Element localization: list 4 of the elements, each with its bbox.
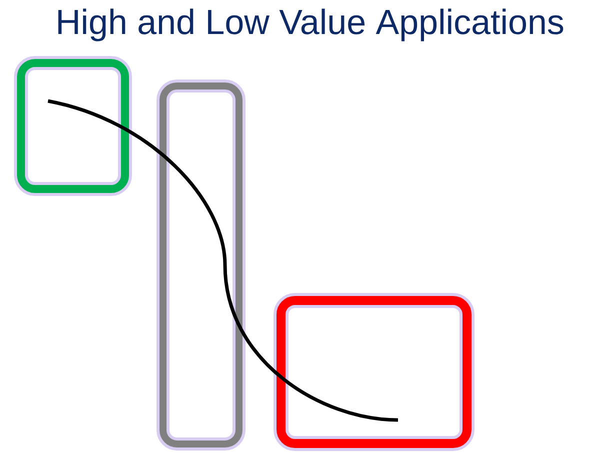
empty-box <box>14 56 132 196</box>
empty-box <box>274 293 474 451</box>
empty-box <box>156 80 246 450</box>
title: High and Low Value Applications <box>58 8 564 42</box>
